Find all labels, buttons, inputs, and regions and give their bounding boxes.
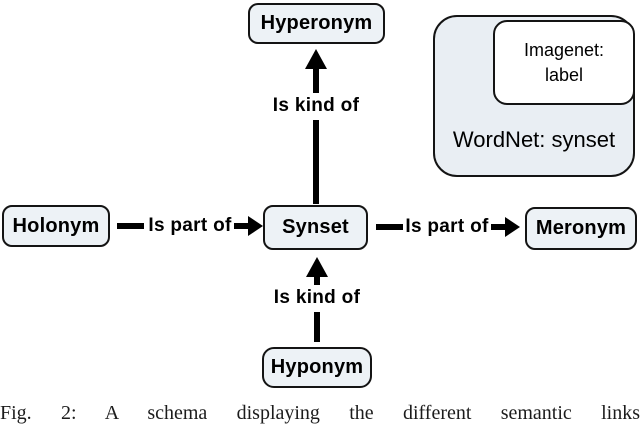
arrow-shaft-right-synset-to-meronym [491,224,506,230]
arrow-shaft-left-synset-to-meronym [376,224,403,230]
arrow-head-hyponym-to-synset [306,257,328,277]
arrow-shaft-right-holonym-to-synset [234,223,249,229]
arrow-shaft-lower-synset-to-hyperonym [313,120,319,204]
edge-label-is-kind-of-top: Is kind of [272,95,360,116]
edge-label-is-part-of-right: Is part of [405,216,489,237]
node-hyponym: Hyponym [262,347,372,388]
figure-caption: Fig. 2: A schema displaying the differen… [0,402,640,424]
arrow-shaft-lower-hyponym-to-synset [314,312,320,342]
arrow-shaft-upper-synset-to-hyperonym [313,67,319,93]
imagenet-label-line2: label [544,64,584,85]
node-holonym: Holonym [2,205,110,247]
arrow-shaft-left-holonym-to-synset [117,223,144,229]
arrow-head-holonym-to-synset [248,216,263,236]
arrow-head-synset-to-hyperonym [305,49,327,69]
edge-label-is-part-of-left: Is part of [148,215,232,236]
node-hyperonym: Hyperonym [248,3,385,44]
node-synset: Synset [263,205,368,250]
arrow-head-synset-to-meronym [505,217,520,237]
node-meronym: Meronym [525,207,637,250]
edge-label-is-kind-of-bottom: Is kind of [273,287,361,308]
imagenet-label-box: Imagenet: label [493,20,635,105]
arrow-shaft-upper-hyponym-to-synset [314,275,320,285]
imagenet-label-line1: Imagenet: [523,39,605,60]
wordnet-synset-label: WordNet: synset [452,127,616,152]
